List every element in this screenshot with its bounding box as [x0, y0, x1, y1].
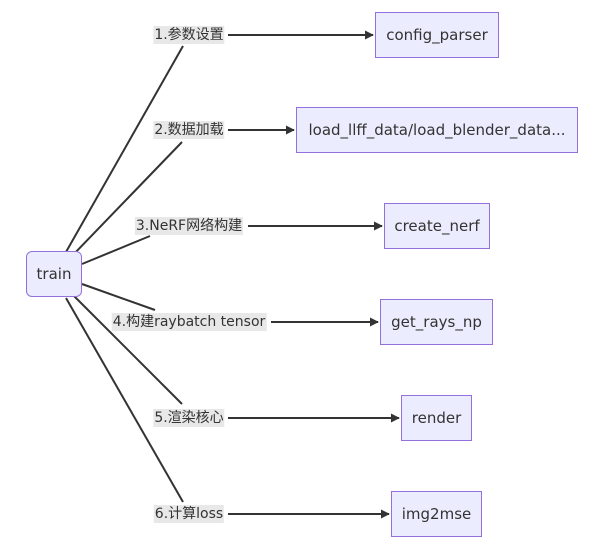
node-load-data[interactable]: load_llff_data/load_blender_data... — [296, 107, 578, 153]
root-node-label: train — [36, 265, 72, 283]
branch-edge-3 — [81, 235, 151, 265]
edge-label-4: 4.构建raybatch tensor — [111, 313, 267, 331]
node-img2mse[interactable]: img2mse — [391, 491, 482, 537]
edge-label-3: 3.NeRF网络构建 — [134, 217, 244, 235]
node-config-parser[interactable]: config_parser — [375, 12, 499, 58]
edge-label-1: 1.参数设置 — [153, 26, 225, 44]
node-create-nerf[interactable]: create_nerf — [384, 203, 490, 249]
node-img2mse-label: img2mse — [401, 505, 472, 523]
root-node-train[interactable]: train — [26, 251, 82, 297]
edge-label-6: 6.计算loss — [153, 505, 225, 523]
edge-label-2: 2.数据加载 — [153, 121, 225, 139]
node-render-label: render — [411, 409, 462, 427]
branch-edge-2 — [71, 141, 183, 257]
branch-edge-1 — [65, 45, 184, 253]
node-load-data-label: load_llff_data/load_blender_data... — [308, 121, 566, 139]
node-get-rays-np-label: get_rays_np — [391, 313, 482, 331]
branch-edge-4 — [81, 283, 156, 311]
node-render[interactable]: render — [401, 395, 472, 441]
node-create-nerf-label: create_nerf — [394, 217, 480, 235]
branch-edge-5 — [71, 293, 183, 405]
node-get-rays-np[interactable]: get_rays_np — [380, 299, 493, 345]
node-config-parser-label: config_parser — [386, 26, 488, 44]
branch-edge-6 — [65, 297, 184, 503]
edge-label-5: 5.渲染核心 — [153, 409, 225, 427]
